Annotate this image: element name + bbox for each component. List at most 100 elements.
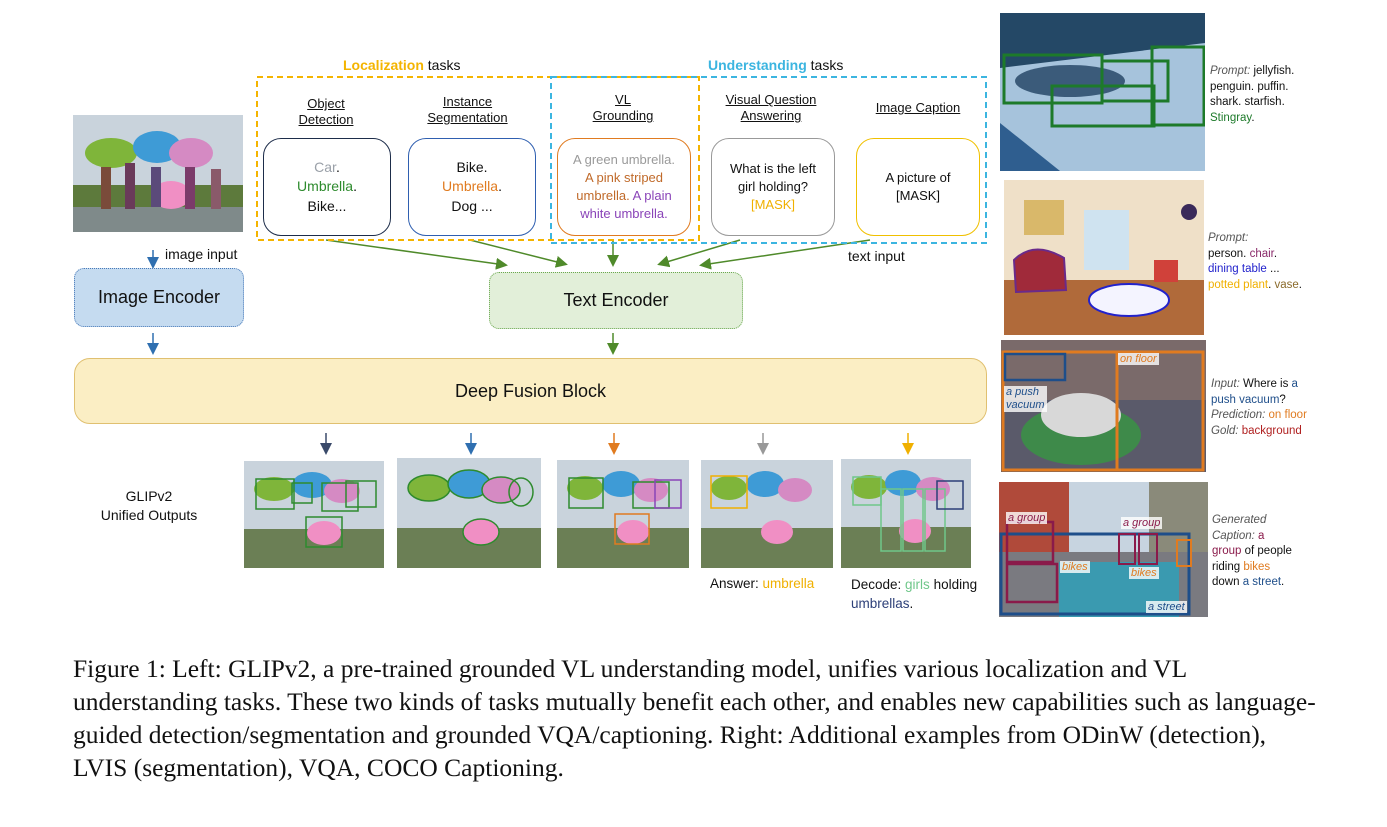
understanding-highlight: Understanding <box>708 57 807 73</box>
decode-tail: . <box>909 595 914 611</box>
vqa-tag-push: a push vacuum <box>1004 386 1047 413</box>
vqa-pred-value: on floor <box>1265 409 1307 422</box>
cap-line2: [MASK] <box>895 188 941 203</box>
cap-tag-street: a street <box>1146 601 1187 613</box>
answer-prefix: Answer: <box>710 576 763 591</box>
decode-umbrellas: umbrellas <box>851 595 910 611</box>
decode-prefix: Decode: <box>851 577 906 592</box>
answer-text: Answer: umbrella <box>710 576 814 591</box>
unified-outputs-label: GLIPv2 Unified Outputs <box>84 487 214 525</box>
lvis-person: person. <box>1208 247 1250 260</box>
od-bike: Bike... <box>307 197 347 214</box>
odinw-item-1: jellyfish. <box>1253 65 1295 77</box>
decode-holding: holding <box>929 577 978 592</box>
deep-fusion-block: Deep Fusion Block <box>74 358 987 424</box>
cap-group: group <box>1212 545 1242 558</box>
task-title-line2: Image Caption <box>875 100 961 115</box>
odinw-item-2: penguin. puffin. <box>1210 80 1289 93</box>
cap-a: a <box>1254 529 1265 542</box>
vqa-line1: What is the left <box>730 160 816 176</box>
is-umbrella-tail: . <box>498 178 502 195</box>
vqa-input-object: push vacuum <box>1211 393 1280 406</box>
task-title-line1: Object <box>307 96 345 111</box>
lvis-dining-table: dining table <box>1208 263 1267 276</box>
task-title-line2: Answering <box>740 108 802 124</box>
output-caption-image <box>841 459 971 568</box>
understanding-suffix: tasks <box>806 57 844 73</box>
lvis-dot1: . <box>1273 247 1278 260</box>
cap-bikes: bikes <box>1243 560 1271 573</box>
vqa-input-label: Input: <box>1211 378 1240 390</box>
vqa-example-image <box>1001 340 1206 472</box>
od-car: Car <box>314 158 336 175</box>
image-input-label: image input <box>165 246 238 262</box>
od-car-tail: . <box>335 158 340 175</box>
localization-dashed-border <box>256 76 700 241</box>
task-title-image-caption: Image Caption <box>863 100 973 116</box>
answer-value: umbrella <box>762 576 815 591</box>
vqa-line2: girl holding? <box>737 178 809 194</box>
task-title-instance-segmentation: Instance Segmentation <box>410 94 525 127</box>
task-title-line2: Detection <box>298 112 354 128</box>
cap-tag-bikes-1: bikes <box>1060 561 1090 573</box>
vqa-tag-onfloor: on floor <box>1118 353 1159 365</box>
text-input-label: text input <box>848 248 905 264</box>
figure-caption: Figure 1: Left: GLIPv2, a pre-trained gr… <box>73 654 1316 783</box>
lvis-ellipsis: ... <box>1266 263 1280 276</box>
text-encoder-block: Text Encoder <box>489 272 743 329</box>
vg-line1: A green umbrella. <box>573 151 675 167</box>
lvis-dot3: . <box>1298 278 1302 291</box>
vg-line3: umbrella. A plain <box>576 188 672 203</box>
cap-tag-group-2: a group <box>1121 517 1163 529</box>
vqa-tag-push-line1: a push <box>1006 386 1040 398</box>
lvis-prompt-label: Prompt: <box>1208 232 1249 244</box>
lvis-potted-plant: potted plant <box>1208 278 1269 291</box>
cap-down: down <box>1212 576 1243 589</box>
task-title-line1: Instance <box>442 94 493 109</box>
vqa-example-text: Input: Where is a push vacuum? Predictio… <box>1211 377 1386 439</box>
task-box-instance-segmentation: Bike. Umbrella. Dog ... <box>408 138 536 236</box>
cap-gen-label-2: Caption: <box>1212 529 1255 542</box>
lvis-example-image <box>1004 180 1204 335</box>
task-title-vqa: Visual Question Answering <box>711 92 831 125</box>
vqa-tag-push-line2: vacuum <box>1006 399 1045 412</box>
od-umbrella: Umbrella <box>297 178 354 195</box>
odinw-prompt-label: Prompt: <box>1210 65 1251 77</box>
is-bike-tail: . <box>483 158 488 175</box>
task-title-line1: VL <box>615 92 631 107</box>
outputs-line1: GLIPv2 <box>125 488 173 504</box>
task-box-image-caption: A picture of [MASK] <box>856 138 980 236</box>
task-box-vqa: What is the left girl holding? [MASK] <box>711 138 835 236</box>
is-bike: Bike <box>456 158 484 175</box>
input-image <box>73 115 243 232</box>
lvis-chair: chair <box>1249 247 1274 260</box>
understanding-group-label: Understanding tasks <box>708 57 843 73</box>
is-umbrella: Umbrella <box>442 178 499 195</box>
vqa-mask: [MASK] <box>750 197 796 213</box>
task-title-line2: Grounding <box>592 108 654 124</box>
vqa-gold-label: Gold: <box>1211 424 1239 437</box>
cap-tail: . <box>1281 576 1285 589</box>
task-title-line2: Segmentation <box>427 110 508 126</box>
decode-text: Decode: girls holding umbrellas. <box>851 576 977 614</box>
vqa-input-text: Where is <box>1239 378 1292 390</box>
odinw-item-3: shark. starfish. <box>1210 96 1285 109</box>
decode-girls: girls <box>905 577 930 592</box>
task-box-object-detection: Car. Umbrella. Bike... <box>263 138 391 236</box>
cap-tag-group-1: a group <box>1006 512 1048 524</box>
task-title-line1: Visual Question <box>725 92 817 107</box>
vqa-pred-label: Prediction: <box>1211 409 1266 422</box>
output-vqa-image <box>701 460 833 568</box>
localization-highlight: Localization <box>343 57 424 73</box>
cap-gen-label-1: Generated <box>1212 514 1267 526</box>
vqa-input-a: a <box>1291 378 1298 390</box>
caption-example-text: Generated Caption: a group of people rid… <box>1212 513 1382 591</box>
task-title-object-detection: Object Detection <box>271 96 381 129</box>
lvis-prompt: Prompt: person. chair. dining table ... … <box>1208 231 1383 293</box>
deep-fusion-label: Deep Fusion Block <box>454 380 607 401</box>
is-dog: Dog ... <box>451 197 493 214</box>
cap-of-people: of people <box>1241 545 1292 558</box>
odinw-highlight: Stingray <box>1210 111 1252 124</box>
vqa-input-q: ? <box>1279 393 1286 406</box>
caption-example-image <box>999 482 1208 617</box>
